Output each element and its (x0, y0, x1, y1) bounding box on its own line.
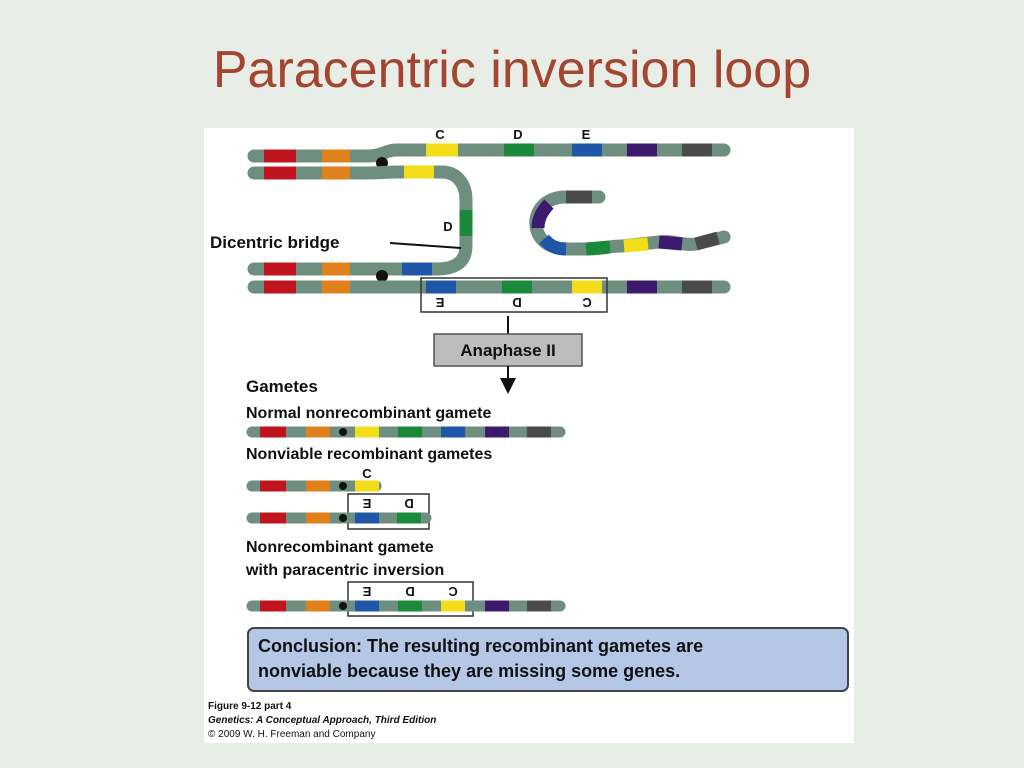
gene-label-e: E (582, 128, 591, 142)
gametes-heading: Gametes (246, 377, 318, 396)
gene-label-c: C (435, 128, 445, 142)
bridge-pointer-line (389, 242, 462, 249)
nonviable-inversion-box (347, 493, 430, 530)
conclusion-heading: Conclusion: (258, 636, 362, 656)
nonviable-gamete-1 (246, 480, 382, 492)
slide-title: Paracentric inversion loop (212, 41, 812, 99)
conclusion-box (247, 627, 849, 692)
gene-label-d-bridge: D (443, 219, 452, 234)
nonviable-label: Nonviable recombinant gametes (246, 446, 492, 463)
gene-label-d-inverted-gamete: D (405, 584, 414, 599)
gene-label-d-nonviable: D (404, 496, 413, 511)
gene-label-d: D (513, 128, 522, 142)
gene-label-d-inverted: D (512, 295, 521, 310)
chromosome-1-normal (247, 143, 731, 169)
figure-caption: Figure 9-12 part 4 Genetics: A Conceptua… (208, 700, 436, 742)
centromere-marker (376, 270, 388, 282)
gene-label-e-inverted-gamete: E (362, 584, 371, 599)
inversion-gamete-label-line2: with paracentric inversion (245, 562, 444, 579)
acentric-fragment (529, 190, 731, 256)
chromosome-4-inverted (247, 280, 731, 294)
caption-figure-number: Figure 9-12 part 4 (208, 701, 292, 712)
gene-label-c-nonviable: C (362, 466, 372, 481)
caption-copyright: © 2009 W. H. Freeman and Company (208, 729, 376, 740)
gene-label-e-nonviable: E (362, 496, 371, 511)
inversion-gamete-box (347, 581, 474, 617)
gene-label-e-inverted: E (435, 295, 444, 310)
paracentric-inversion-diagram: C D E D Dicentric bridge E D C Anaphase … (210, 127, 849, 692)
conclusion-line-1-text: The resulting recombinant gametes are (362, 636, 703, 656)
conclusion-line-1: Conclusion: The resulting recombinant ga… (258, 636, 703, 656)
caption-book-title: Genetics: A Conceptual Approach, Third E… (208, 715, 437, 726)
dicentric-bridge-chromosome (247, 165, 473, 282)
nonviable-gamete-2 (246, 512, 432, 524)
normal-gamete-label: Normal nonrecombinant gamete (246, 405, 491, 422)
conclusion-line-2: nonviable because they are missing some … (258, 661, 680, 681)
anaphase-label: Anaphase II (460, 341, 555, 360)
figure-panel: C D E D Dicentric bridge E D C Anaphase … (204, 127, 854, 743)
inversion-gamete (246, 600, 566, 612)
inversion-gamete-label-line1: Nonrecombinant gamete (246, 539, 434, 556)
inversion-box (420, 277, 608, 313)
gene-label-c-inverted-gamete: C (448, 584, 458, 599)
gene-label-c-inverted: C (582, 295, 592, 310)
dicentric-bridge-label: Dicentric bridge (210, 233, 339, 252)
anaphase-box (433, 333, 583, 367)
normal-gamete (246, 426, 566, 438)
